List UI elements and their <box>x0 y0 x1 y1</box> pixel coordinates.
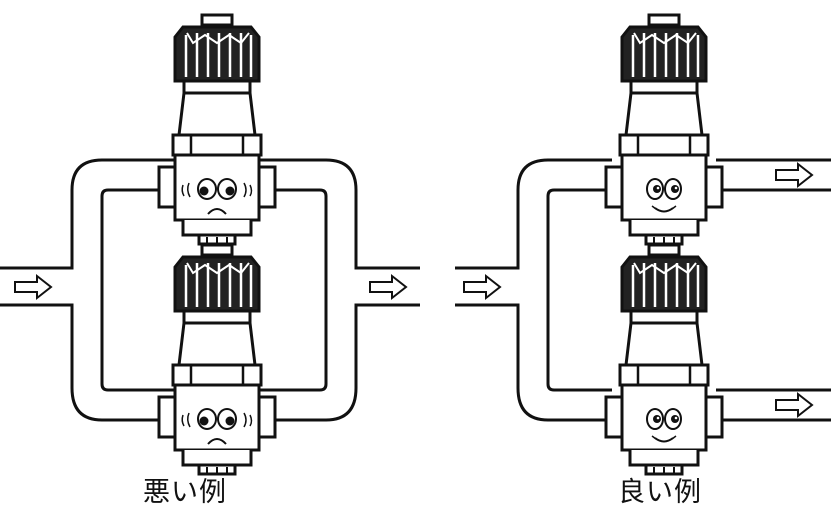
good-pipe-inlet-top <box>455 158 612 270</box>
good-example-diagram <box>455 13 831 476</box>
flow-arrow-icon <box>463 275 501 299</box>
flow-arrow-icon <box>775 393 813 417</box>
good-pipe-outlet-bottom <box>716 388 831 422</box>
bad-pipe-inner <box>100 188 328 392</box>
flow-arrow-icon <box>369 275 407 299</box>
good-example-caption: 良い例 <box>618 477 702 508</box>
good-pipe-outlet-top <box>716 158 831 192</box>
bad-example-diagram <box>0 13 420 476</box>
good-pipe-inner <box>546 188 612 392</box>
pressure-regulator-icon <box>157 13 277 246</box>
pressure-regulator-icon <box>604 13 724 246</box>
flow-arrow-icon <box>775 163 813 187</box>
bad-example-caption: 悪い例 <box>143 477 227 508</box>
flow-arrow-icon <box>14 275 52 299</box>
pressure-regulator-icon <box>604 243 724 476</box>
good-pipe-inlet-bottom <box>455 303 612 422</box>
pressure-regulator-icon <box>157 243 277 476</box>
